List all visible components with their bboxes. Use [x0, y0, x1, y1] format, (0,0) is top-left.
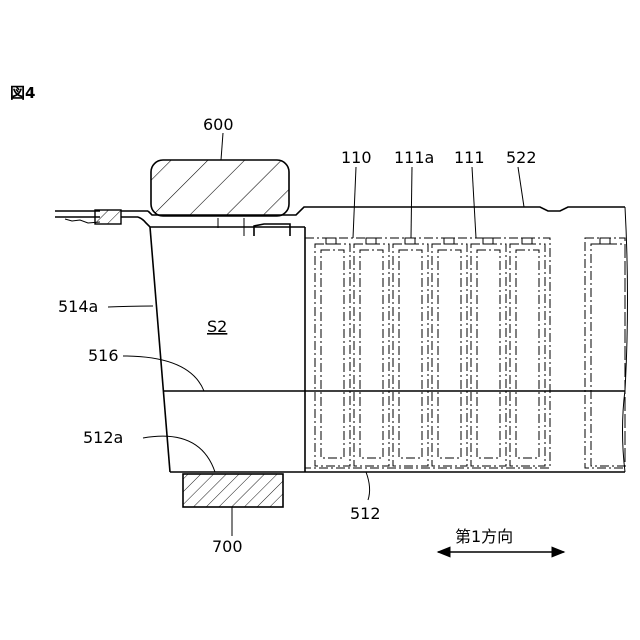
label-110: 110 — [341, 148, 372, 167]
cell-6 — [510, 244, 545, 466]
cell-5 — [471, 244, 506, 466]
label-514a: 514a — [58, 297, 98, 316]
label-111a: 111a — [394, 148, 434, 167]
terminal-111a — [405, 238, 415, 244]
terminal-111a — [444, 238, 454, 244]
label-111: 111 — [454, 148, 485, 167]
label-512a: 512a — [83, 428, 123, 447]
label-s2: S2 — [207, 317, 227, 336]
cell-2 — [354, 244, 389, 466]
case-wall-514a — [150, 227, 170, 472]
cell-4 — [432, 244, 467, 466]
direction-label: 第1方向 — [455, 527, 513, 546]
label-512: 512 — [350, 504, 381, 523]
terminal-111a — [600, 238, 610, 244]
terminal-111a — [483, 238, 493, 244]
block-700 — [183, 474, 283, 507]
pad-600 — [151, 160, 289, 216]
label-516: 516 — [88, 346, 119, 365]
cell-3 — [393, 244, 428, 466]
terminal-111a — [522, 238, 532, 244]
terminal-111a — [366, 238, 376, 244]
seal-block — [95, 210, 121, 224]
cell-group — [305, 238, 625, 468]
top-left-plate — [55, 210, 148, 224]
label-600: 600 — [203, 115, 234, 134]
cell-1 — [315, 244, 350, 466]
label-700: 700 — [212, 537, 243, 556]
figure-title: 図4 — [10, 84, 35, 102]
terminal-111a — [326, 238, 336, 244]
label-522: 522 — [506, 148, 537, 167]
terminal-group — [326, 238, 610, 244]
